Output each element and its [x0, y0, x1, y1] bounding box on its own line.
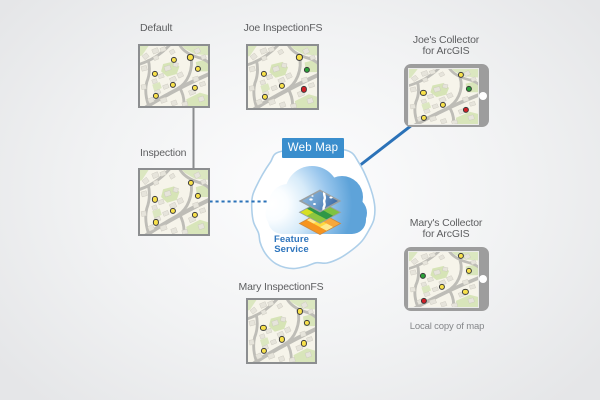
mary-tablet-screen [407, 250, 479, 308]
mary-inspectionfs-map-dots [248, 300, 315, 362]
feature-point-y [260, 325, 267, 332]
feature-point-y [296, 308, 304, 315]
feature-point-y [303, 320, 310, 327]
layer-blue-map [298, 189, 342, 213]
feature-point-y [187, 54, 194, 61]
feature-service-label-line1: Feature [273, 234, 310, 245]
feature-point-g [466, 85, 473, 92]
feature-point-r [300, 86, 307, 93]
inspection-map-label: Inspection [140, 146, 187, 159]
feature-point-y [260, 70, 267, 77]
feature-point-y [191, 84, 198, 92]
feature-point-y [152, 196, 159, 203]
feature-point-y [278, 336, 285, 343]
feature-point-y [438, 284, 445, 291]
inspection-map-dots [140, 170, 208, 234]
feature-point-r [420, 297, 427, 304]
feature-service-layers-icon [298, 189, 342, 236]
feature-point-y [465, 267, 472, 274]
mary-collector-label-line1: Mary's Collector [409, 217, 483, 229]
mary-tablet[interactable] [404, 247, 489, 311]
feature-point-y [300, 340, 307, 347]
feature-point-g [303, 66, 310, 73]
joe-collector-label-line2: for ArcGIS [422, 44, 470, 57]
feature-point-y [458, 71, 465, 78]
feature-point-y [170, 208, 177, 215]
joe-inspectionfs-map-thumbnail[interactable] [246, 44, 319, 110]
feature-point-y [152, 219, 159, 226]
mary-inspectionfs-map-label: Mary InspectionFS [238, 281, 324, 293]
feature-point-y [420, 114, 427, 122]
feature-point-y [187, 179, 195, 186]
feature-point-y [195, 66, 202, 73]
mary-collector-label-line2: for ArcGIS [422, 227, 470, 240]
feature-point-g [419, 272, 426, 279]
inspection-map-thumbnail[interactable] [138, 168, 210, 236]
feature-point-y [191, 211, 199, 218]
default-map-label: Default [140, 21, 173, 34]
feature-point-y [152, 92, 159, 99]
feature-point-y [457, 252, 464, 259]
feature-service-label-line2: Service [274, 243, 309, 255]
feature-point-r [462, 106, 469, 114]
joe-tablet[interactable] [404, 64, 489, 127]
local-copy-caption: Local copy of map [409, 320, 485, 332]
feature-point-y [420, 89, 427, 97]
web-map-badge[interactable]: Web Map [282, 138, 344, 158]
feature-point-y [261, 93, 268, 100]
feature-point-y [439, 101, 446, 109]
feature-point-y [296, 54, 303, 61]
joe-tablet-map-dots [409, 69, 478, 124]
feature-point-y [170, 81, 177, 89]
feature-point-y [260, 347, 268, 354]
feature-point-y [278, 82, 285, 89]
joe-inspectionfs-map-dots [248, 46, 317, 108]
mary-inspectionfs-map-thumbnail[interactable] [246, 298, 317, 364]
default-map-thumbnail[interactable] [138, 44, 210, 108]
joe-tablet-screen [407, 67, 479, 125]
default-map-dots [140, 46, 208, 106]
feature-point-y [152, 70, 159, 77]
joe-collector-label: Joe's Collector for ArcGIS [386, 35, 506, 56]
feature-point-y [462, 289, 469, 296]
mary-tablet-map-dots [409, 252, 478, 307]
feature-point-y [170, 57, 178, 64]
feature-service-label: Feature Service [263, 235, 320, 254]
joe-inspectionfs-map-label: Joe InspectionFS [243, 22, 323, 34]
joe-tablet-home-button[interactable] [478, 91, 487, 100]
mary-tablet-home-button[interactable] [478, 275, 487, 283]
feature-point-y [194, 192, 201, 199]
mary-collector-label: Mary's Collector for ArcGIS [386, 218, 506, 239]
joe-collector-label-line1: Joe's Collector [412, 34, 480, 46]
